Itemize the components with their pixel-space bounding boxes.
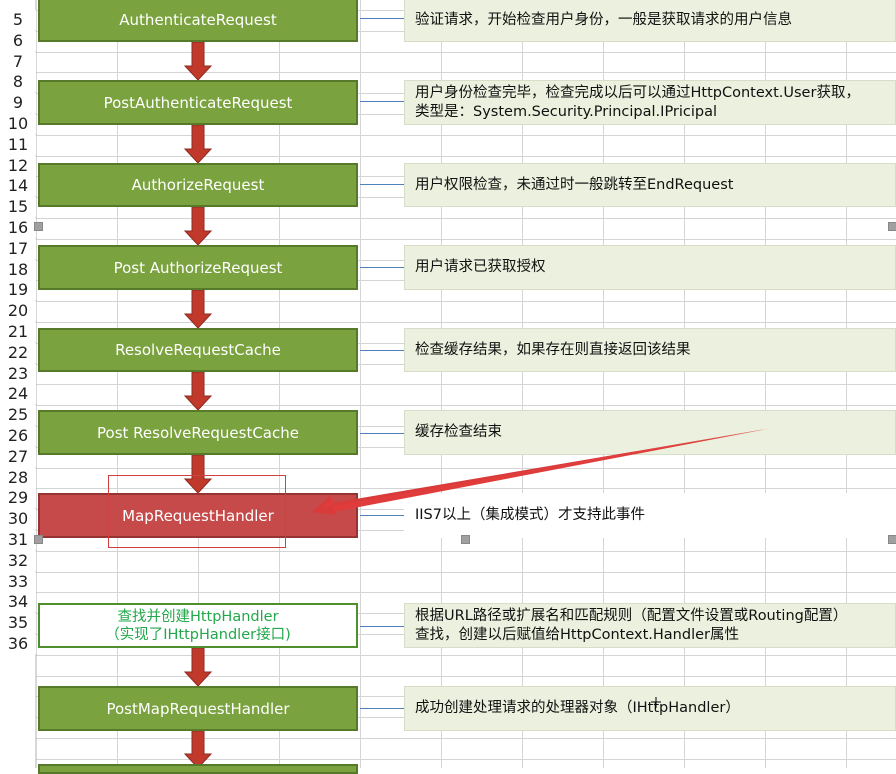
note-text: 用户请求已获取授权 [415,259,546,275]
note-create-http-handler: 根据URL路径或扩展名和匹配规则（配置文件设置或Routing配置） 查找，创建… [404,603,896,648]
row-number[interactable]: 14 [0,176,36,196]
note-post-resolve-request-cache: 缓存检查结束 [404,410,896,455]
connector-line [360,267,404,268]
row-number[interactable]: 7 [0,52,36,72]
down-arrow [183,371,213,411]
row-number[interactable]: 9 [0,93,36,113]
step-authenticate-request: AuthenticateRequest [38,0,358,42]
connector-line [360,515,404,516]
step-create-http-handler: 查找并创建HttpHandler （实现了IHttpHandler接口) [38,603,358,648]
resize-handle[interactable] [34,535,43,544]
row-number[interactable]: 27 [0,447,36,467]
step-label: ResolveRequestCache [115,341,281,359]
row-number[interactable]: 12 [0,156,36,176]
row-number[interactable]: 21 [0,322,36,342]
note-authorize-request: 用户权限检查，未通过时一般跳转至EndRequest [404,163,896,207]
step-resolve-request-cache: ResolveRequestCache [38,328,358,372]
row-number[interactable]: 29 [0,488,36,508]
note-authenticate-request: 验证请求，开始检查用户身份，一般是获取请求的用户信息 [404,0,896,42]
row-number[interactable]: 18 [0,260,36,280]
note-text: IIS7以上（集成模式）才支持此事件 [415,507,645,523]
note-text: 成功创建处理请求的处理器对象（IHttpHandler） [415,700,740,716]
row-number[interactable]: 33 [0,572,36,592]
selection-rectangle[interactable] [108,475,286,548]
row-number[interactable]: 15 [0,197,36,217]
note-text-line: 根据URL路径或扩展名和匹配规则（配置文件设置或Routing配置） [415,607,848,624]
step-post-authorize-request: Post AuthorizeRequest [38,245,358,290]
step-label: AuthenticateRequest [119,11,277,29]
down-arrow [183,206,213,246]
row-number[interactable]: 23 [0,364,36,384]
row-number[interactable]: 26 [0,426,36,446]
note-text-line: 查找，创建以后赋值给HttpContext.Handler属性 [415,626,739,643]
row-number[interactable]: 6 [0,31,36,51]
step-label: MapRequestHandler [122,506,274,525]
note-text: 验证请求，开始检查用户身份，一般是获取请求的用户信息 [415,11,792,28]
resize-handle[interactable] [461,535,470,544]
connector-line [360,708,404,709]
down-arrow [183,730,213,768]
step-post-resolve-request-cache: Post ResolveRequestCache [38,410,358,455]
step-label: Post AuthorizeRequest [113,258,283,277]
note-text: 缓存检查结束 [415,424,502,440]
resize-handle[interactable] [34,222,43,231]
note-text: 检查缓存结果，如果存在则直接返回该结果 [415,341,691,358]
row-number[interactable]: 32 [0,551,36,571]
step-map-request-handler[interactable]: MapRequestHandler [38,493,358,538]
step-post-authenticate-request: PostAuthenticateRequest [38,80,358,125]
connector-line [360,626,404,627]
step-post-map-request-handler: PostMapRequestHandler [38,686,358,731]
row-number[interactable]: 20 [0,301,36,321]
connector-line [360,18,404,19]
down-arrow [183,647,213,687]
row-number[interactable]: 25 [0,405,36,425]
down-arrow [183,41,213,81]
note-resolve-request-cache: 检查缓存结果，如果存在则直接返回该结果 [404,328,896,372]
down-arrow [183,289,213,329]
step-label: Post ResolveRequestCache [97,423,299,442]
note-text: 用户权限检查，未通过时一般跳转至EndRequest [415,176,734,193]
row-number[interactable]: 30 [0,509,36,529]
resize-handle[interactable] [888,535,896,544]
row-number[interactable]: 19 [0,280,36,300]
note-text-line: 类型是：System.Security.Principal.IPricipal [415,103,718,120]
note-map-request-handler: IIS7以上（集成模式）才支持此事件 [404,493,896,538]
note-post-authorize-request: 用户请求已获取授权 [404,245,896,290]
row-number[interactable]: 8 [0,72,36,92]
row-number[interactable]: 36 [0,634,36,654]
row-number[interactable]: 5 [0,10,36,30]
row-number[interactable]: 24 [0,384,36,404]
step-authorize-request: AuthorizeRequest [38,163,358,207]
row-number[interactable]: 22 [0,343,36,363]
note-post-authenticate-request: 用户身份检查完毕，检查完成以后可以通过HttpContext.User获取， 类… [404,80,896,125]
step-label: AuthorizeRequest [131,176,265,194]
row-number[interactable]: 17 [0,239,36,259]
connector-line [360,101,404,102]
step-label-line: 查找并创建HttpHandler [117,608,279,625]
down-arrow [183,124,213,164]
row-number[interactable]: 10 [0,114,36,134]
row-number[interactable]: 34 [0,592,36,612]
connector-line [360,433,404,434]
row-number[interactable]: 11 [0,135,36,155]
connector-line [360,184,404,185]
row-number[interactable]: 35 [0,613,36,633]
note-text-line: 用户身份检查完毕，检查完成以后可以通过HttpContext.User获取， [415,84,860,101]
row-number[interactable]: 31 [0,530,36,550]
step-label: PostMapRequestHandler [106,699,290,718]
step-label: PostAuthenticateRequest [103,93,293,112]
note-post-map-request-handler: 成功创建处理请求的处理器对象（IHttpHandler） [404,686,896,731]
down-arrow [183,454,213,494]
step-label-line: （实现了IHttpHandler接口) [105,626,291,643]
resize-handle[interactable] [888,222,896,231]
row-number[interactable]: 28 [0,468,36,488]
step-next-partial [38,764,358,774]
connector-line [360,350,404,351]
row-number[interactable]: 16 [0,218,36,238]
